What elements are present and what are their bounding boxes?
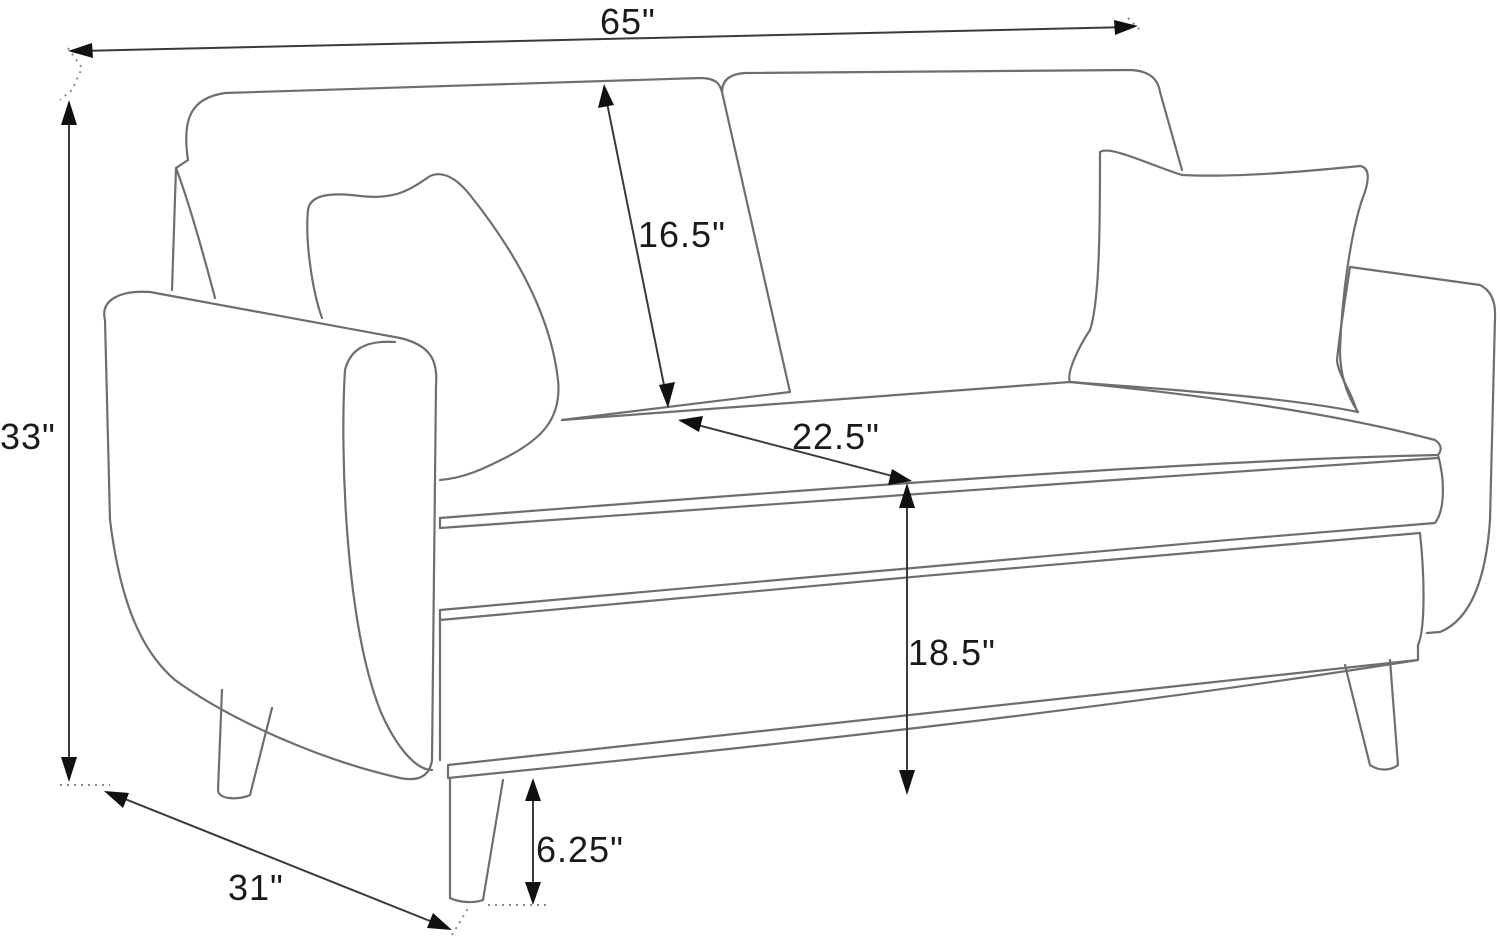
leg-height-label: 6.25": [536, 829, 624, 870]
depth-dimension-label: 31": [228, 867, 284, 908]
width-dimension-label: 65": [600, 1, 656, 42]
backrest-height-label: 16.5": [638, 214, 726, 255]
seat-height-label: 18.5": [908, 632, 996, 673]
seat-depth-label: 22.5": [792, 416, 880, 457]
height-dimension-label: 33": [0, 416, 56, 457]
